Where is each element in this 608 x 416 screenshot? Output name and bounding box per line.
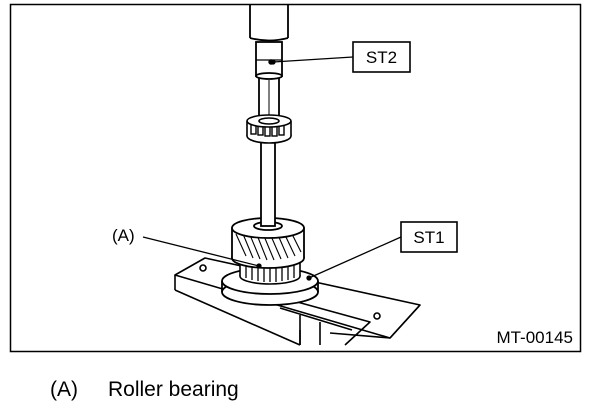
- callout-st1-label: ST1: [413, 228, 444, 247]
- st2-ram: [249, 5, 289, 80]
- gear: [231, 217, 305, 269]
- shaft: [258, 77, 280, 227]
- callout-st1-box: [400, 221, 458, 253]
- callout-st2-box: [352, 41, 411, 73]
- callout-st2: ST2: [352, 41, 411, 73]
- leader-lines: [142, 56, 402, 281]
- figure-frame: [9, 3, 582, 353]
- legend-text: Roller bearing: [108, 378, 239, 401]
- legend: (A) Roller bearing: [50, 378, 239, 402]
- callout-a-label: (A): [112, 226, 135, 245]
- figure-id: MT-00145: [496, 328, 573, 347]
- legend-key: (A): [50, 378, 78, 401]
- callout-st2-label: ST2: [366, 48, 397, 67]
- tapered-bearing: [246, 114, 292, 144]
- callout-st1: ST1: [400, 221, 458, 253]
